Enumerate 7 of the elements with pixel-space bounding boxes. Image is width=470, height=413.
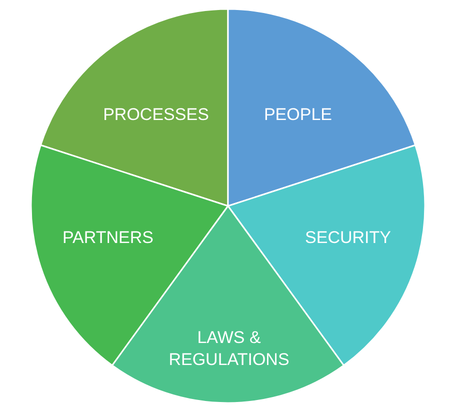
segment-title: PROCESSES <box>102 104 210 126</box>
segment-title: LAWS & REGULATIONS <box>168 327 290 371</box>
pie-segment <box>40 9 228 206</box>
pie-segment <box>228 9 416 206</box>
segment-title: PEOPLE <box>263 104 333 126</box>
segment-title: PARTNERS <box>62 227 154 249</box>
segment-title: SECURITY <box>304 227 392 249</box>
